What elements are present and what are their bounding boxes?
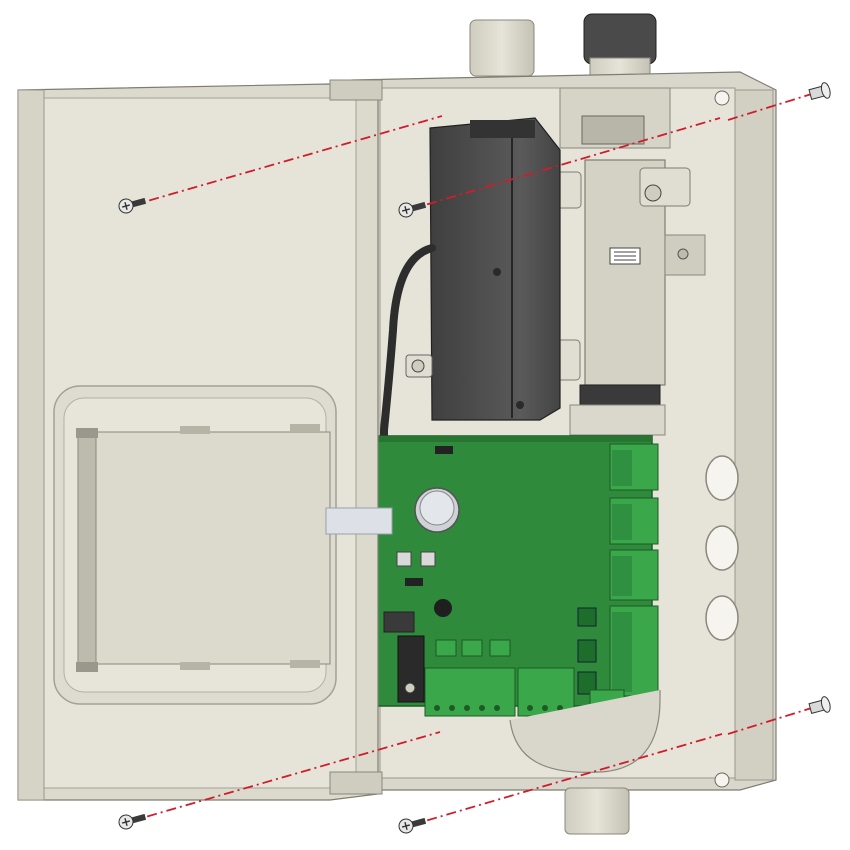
- smd-component: [435, 446, 453, 454]
- screw-insertion-paths: [127, 91, 819, 827]
- ic-chip: [577, 607, 597, 627]
- screw-1: [118, 197, 147, 214]
- terminal-block-right-4: [609, 605, 659, 697]
- standoff-upper-right: [639, 167, 691, 207]
- top-cable-gland-left: [469, 19, 535, 77]
- bracket-lower: [569, 384, 666, 436]
- screw-path-3: [127, 731, 441, 823]
- screw-2: [398, 201, 427, 218]
- smd-component: [420, 551, 436, 567]
- screw-path-5: [727, 91, 819, 121]
- ic-chip: [577, 639, 597, 663]
- side-knockout-1: [705, 455, 739, 501]
- screw-6: [808, 696, 831, 715]
- terminal-block-right-2: [609, 497, 659, 545]
- top-cable-gland-right: [583, 13, 657, 79]
- terminal-block-right-3: [609, 549, 659, 601]
- power-cable: [380, 244, 436, 489]
- screw-path-4: [407, 733, 723, 827]
- buzzer: [434, 599, 452, 617]
- smd-component: [396, 551, 412, 567]
- hinge-lug: [329, 79, 383, 101]
- screw-path-6: [727, 705, 819, 735]
- label-insert-panel: [76, 424, 331, 672]
- relay: [435, 639, 457, 657]
- hinge-lug: [329, 771, 383, 795]
- cable-duct: [509, 690, 661, 773]
- heatsink: [397, 635, 425, 703]
- ribbon-cable: [325, 507, 393, 535]
- screws: [118, 82, 831, 834]
- screw-4: [398, 817, 427, 834]
- screw-3: [118, 813, 147, 830]
- side-knockout-2: [705, 525, 739, 571]
- screw-5: [808, 82, 831, 101]
- smd-component: [405, 578, 423, 586]
- relay: [383, 611, 415, 633]
- terminal-block-right-1: [609, 443, 659, 491]
- side-knockout-3: [705, 595, 739, 641]
- screw-path-2: [407, 117, 721, 211]
- screw-path-1: [129, 115, 443, 207]
- relay: [461, 639, 483, 657]
- cable-clamp: [405, 354, 433, 378]
- controller-pcb: [376, 435, 653, 707]
- bottom-cable-gland: [564, 787, 630, 835]
- power-supply: [429, 117, 561, 421]
- terminal-block-bottom-1: [424, 667, 516, 717]
- terminal-block-bottom-2: [517, 667, 575, 717]
- relay: [489, 639, 511, 657]
- ic-chip: [577, 671, 597, 695]
- coin-cell-battery: [414, 487, 460, 533]
